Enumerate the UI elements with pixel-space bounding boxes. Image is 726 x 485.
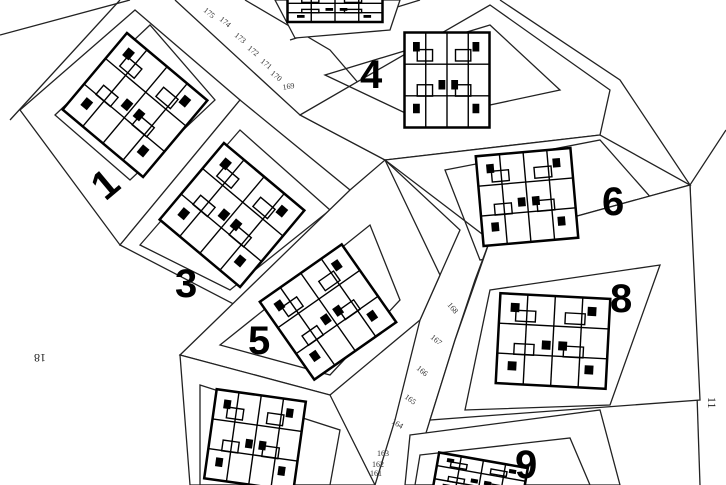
house-lot-5 <box>258 242 398 382</box>
road-label: 163 <box>377 449 389 458</box>
house-lot-4 <box>403 31 491 129</box>
house-lot-top <box>286 0 384 24</box>
lot-number-5: 5 <box>248 319 270 363</box>
road-label: 166 <box>415 364 430 379</box>
house-lot-6 <box>474 146 580 248</box>
road-label: 175 <box>202 6 217 21</box>
road-label: 174 <box>218 15 233 30</box>
house-footprints <box>60 0 612 485</box>
road-label: 171 <box>259 57 274 72</box>
side-label-right: 11 <box>705 397 719 409</box>
house-lot-8 <box>494 291 612 391</box>
road-label: 169 <box>282 81 295 92</box>
road-label: 173 <box>233 31 248 46</box>
lot-number-4: 4 <box>360 53 383 97</box>
house-lot-1 <box>60 31 210 179</box>
lot-number-8: 8 <box>610 277 632 321</box>
side-label-left: 18 <box>34 351 46 365</box>
road-label: 168 <box>445 301 460 316</box>
lot-number-9: 9 <box>515 443 537 485</box>
road-label: 167 <box>429 333 444 348</box>
road-label: 161 <box>370 469 382 478</box>
road-label: 170 <box>269 69 284 84</box>
road-label: 165 <box>403 392 418 406</box>
lot-number-6: 6 <box>602 180 624 224</box>
house-lot-3 <box>157 141 307 289</box>
house-lot-7 <box>202 387 308 485</box>
road-label: 162 <box>372 460 384 469</box>
road-label: 172 <box>246 44 261 59</box>
lot-number-3: 3 <box>175 262 197 306</box>
